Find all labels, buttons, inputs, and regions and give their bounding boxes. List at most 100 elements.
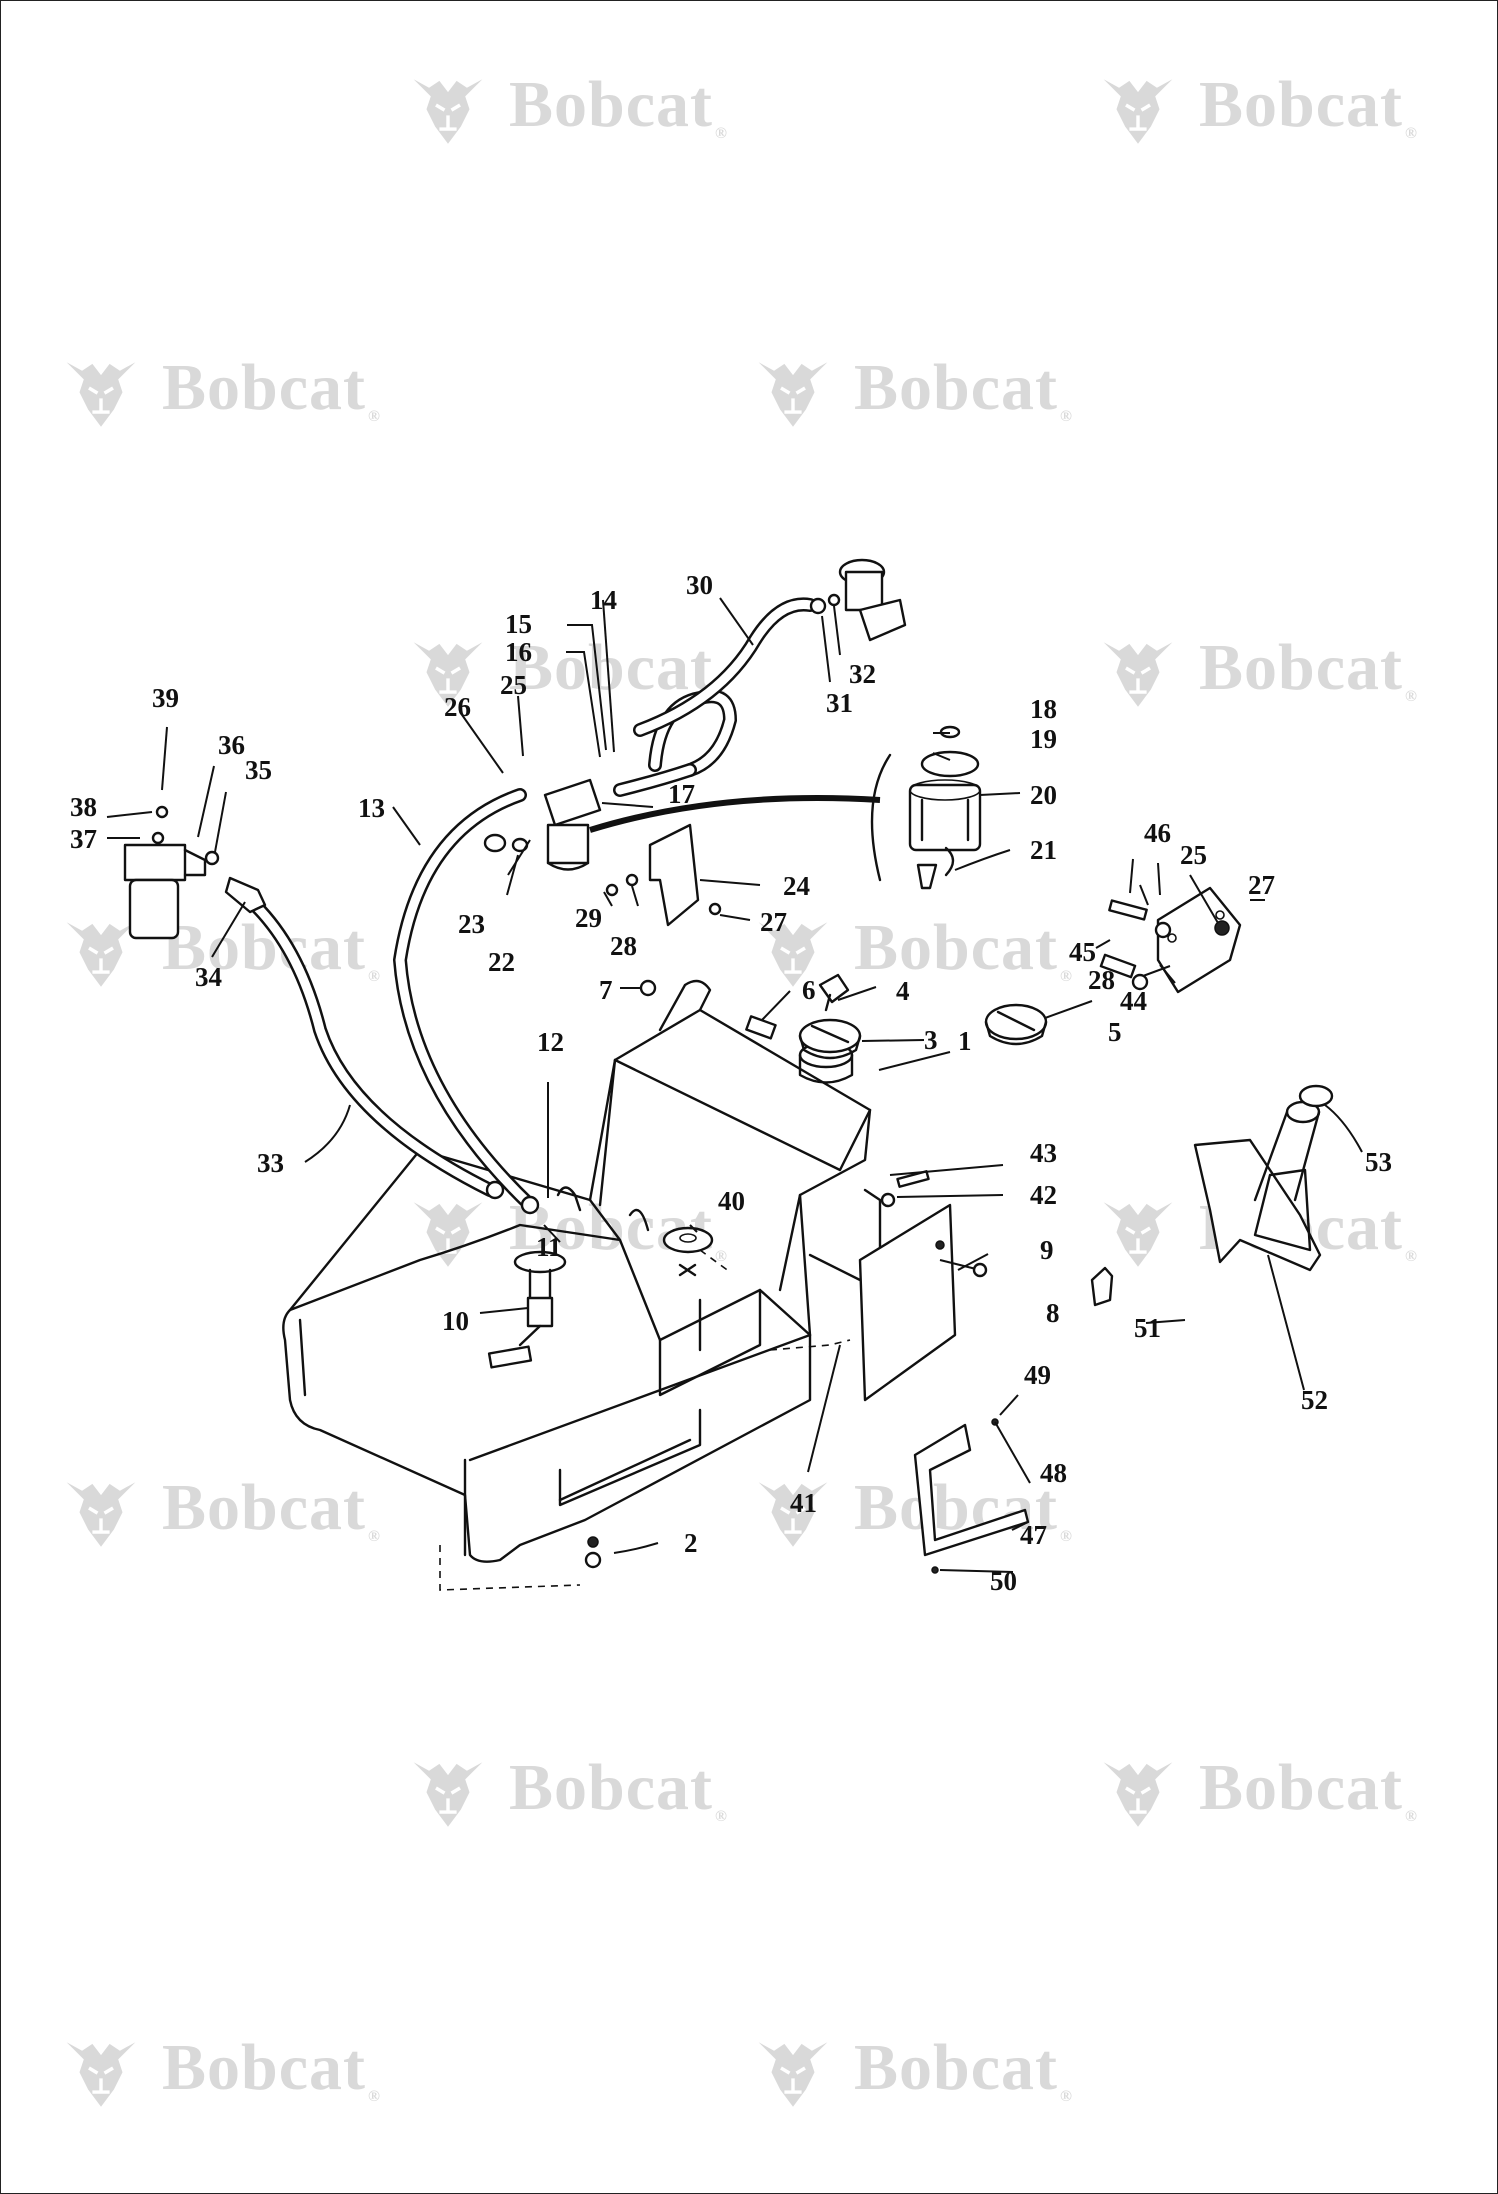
part-label-13: 13 xyxy=(358,793,385,823)
mounting-plate xyxy=(1099,886,1242,994)
part-label-30: 30 xyxy=(686,570,713,600)
part-label-19: 19 xyxy=(1030,724,1057,754)
part-label-34: 34 xyxy=(195,962,222,992)
bobcat-head-logo-icon xyxy=(413,642,483,707)
sediment-bowl xyxy=(870,725,982,890)
part-label-27: 27 xyxy=(760,907,787,937)
bobcat-head-logo-icon xyxy=(66,1482,136,1547)
bobcat-watermark: Bobcat xyxy=(750,345,1073,431)
part-label-51: 51 xyxy=(1134,1313,1161,1343)
part-label-24: 24 xyxy=(783,871,810,901)
part-label-1: 1 xyxy=(958,1026,972,1056)
bobcat-head-logo-icon xyxy=(66,2042,136,2107)
bobcat-head-logo-icon xyxy=(413,1762,483,1827)
part-label-25-secondary: 25 xyxy=(1180,840,1207,870)
filter-bracket xyxy=(648,823,700,927)
part-label-37: 37 xyxy=(70,824,97,854)
fuel-cap xyxy=(798,1018,862,1060)
part-label-35: 35 xyxy=(245,755,272,785)
bobcat-head-logo-icon xyxy=(1103,79,1173,144)
ignition-key xyxy=(1090,1266,1114,1307)
bobcat-watermark: Bobcat xyxy=(58,1465,381,1551)
watermark-text: Bobcat xyxy=(1199,1750,1418,1826)
watermark-text: Bobcat xyxy=(509,1750,728,1826)
part-label-17: 17 xyxy=(668,779,695,809)
bobcat-head-logo-icon xyxy=(1103,1762,1173,1827)
part-label-26: 26 xyxy=(444,692,471,722)
watermark-text: Bobcat xyxy=(1199,630,1418,706)
part-label-41: 41 xyxy=(790,1488,817,1518)
bobcat-head-logo-icon xyxy=(758,362,828,427)
part-label-44: 44 xyxy=(1120,986,1147,1016)
watermark-text: Bobcat xyxy=(162,1470,381,1546)
part-label-39: 39 xyxy=(152,683,179,713)
part-label-15: 15 xyxy=(505,609,532,639)
part-label-40: 40 xyxy=(718,1186,745,1216)
watermark-text: Bobcat xyxy=(854,910,1073,986)
part-label-10: 10 xyxy=(442,1306,469,1336)
part-label-38: 38 xyxy=(70,792,97,822)
part-label-32: 32 xyxy=(849,659,876,689)
part-label-14: 14 xyxy=(590,585,617,615)
bobcat-head-logo-icon xyxy=(758,922,828,987)
watermark-text: Bobcat xyxy=(162,350,381,426)
side-plate xyxy=(858,1203,957,1402)
part-label-33: 33 xyxy=(257,1148,284,1178)
watermark-text: Bobcat xyxy=(509,67,728,143)
part-label-28-secondary: 28 xyxy=(1088,965,1115,995)
bobcat-head-logo-icon xyxy=(413,79,483,144)
part-label-23: 23 xyxy=(458,909,485,939)
part-label-4: 4 xyxy=(896,976,910,1006)
primary-fuel-filter xyxy=(123,805,220,940)
part-label-3: 3 xyxy=(924,1025,938,1055)
bobcat-watermark: Bobcat xyxy=(750,2025,1073,2111)
part-label-11: 11 xyxy=(536,1232,562,1262)
watermark-text: Bobcat xyxy=(854,350,1073,426)
part-label-20: 20 xyxy=(1030,780,1057,810)
part-label-25: 25 xyxy=(500,670,527,700)
part-label-8: 8 xyxy=(1046,1298,1060,1328)
part-label-16: 16 xyxy=(505,637,532,667)
watermark-text: Bobcat xyxy=(1199,67,1418,143)
part-label-43: 43 xyxy=(1030,1138,1057,1168)
part-label-53: 53 xyxy=(1365,1147,1392,1177)
part-label-9: 9 xyxy=(1040,1235,1054,1265)
bobcat-watermark: Bobcat xyxy=(1095,625,1418,711)
bobcat-head-logo-icon xyxy=(758,1482,828,1547)
watermark-text: Bobcat xyxy=(162,2030,381,2106)
bobcat-head-logo-icon xyxy=(413,1202,483,1267)
part-label-29: 29 xyxy=(575,903,602,933)
part-label-47: 47 xyxy=(1020,1520,1047,1550)
watermark-text: Bobcat xyxy=(854,1470,1073,1546)
bobcat-watermark: Bobcat xyxy=(58,345,381,431)
bobcat-head-logo-icon xyxy=(66,362,136,427)
part-label-42: 42 xyxy=(1030,1180,1057,1210)
part-label-2: 2 xyxy=(684,1528,698,1558)
part-label-49: 49 xyxy=(1024,1360,1051,1390)
fuel-filter-head xyxy=(483,778,602,871)
part-label-18: 18 xyxy=(1030,694,1057,724)
part-label-28: 28 xyxy=(610,931,637,961)
watermark-text: Bobcat xyxy=(854,2030,1073,2106)
part-label-46: 46 xyxy=(1144,818,1171,848)
fuel-sender xyxy=(487,1250,567,1369)
bobcat-watermark: Bobcat xyxy=(750,1465,1073,1551)
part-label-31: 31 xyxy=(826,688,853,718)
pickup-flange xyxy=(662,1226,714,1254)
part-label-21: 21 xyxy=(1030,835,1057,865)
part-label-12: 12 xyxy=(537,1027,564,1057)
part-label-45: 45 xyxy=(1069,937,1096,967)
bobcat-watermark: Bobcat xyxy=(58,2025,381,2111)
leader-lines xyxy=(106,597,1363,1573)
spare-cap xyxy=(984,1003,1048,1046)
part-label-48: 48 xyxy=(1040,1458,1067,1488)
fuel-lift-pump xyxy=(809,558,907,642)
part-label-27-secondary: 27 xyxy=(1248,870,1275,900)
part-label-52: 52 xyxy=(1301,1385,1328,1415)
bobcat-head-logo-icon xyxy=(1103,642,1173,707)
bobcat-head-logo-icon xyxy=(1103,1202,1173,1267)
part-label-6: 6 xyxy=(802,975,816,1005)
